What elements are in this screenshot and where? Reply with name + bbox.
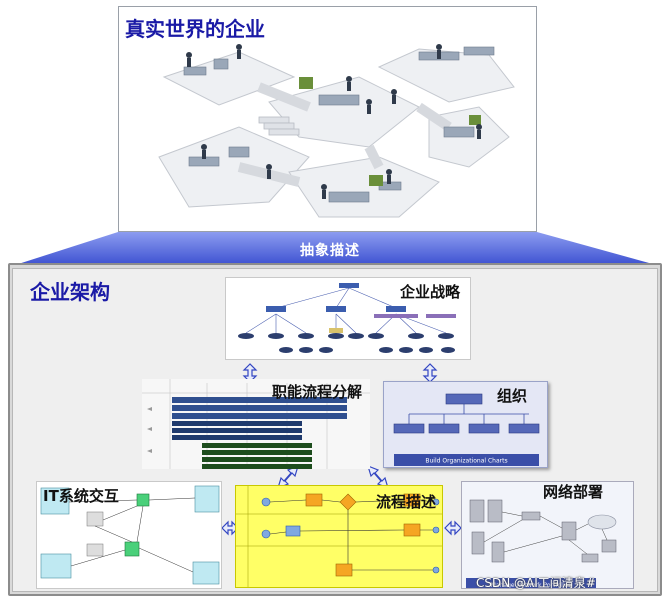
watermark-text: CSDN @AI工间清泉#: [476, 574, 596, 591]
strategy-label: 企业战略: [400, 281, 460, 302]
org-footer-text: Build Organizational Charts: [425, 458, 507, 465]
process-description-label: 流程描述: [376, 491, 436, 512]
double-arrow-icon: [424, 364, 436, 382]
it-system-label: IT系统交互: [43, 485, 119, 506]
double-arrow-icon: [445, 522, 461, 534]
function-decomposition-label: 职能流程分解: [272, 381, 362, 402]
organization-label: 组织: [497, 385, 527, 406]
network-deployment-label: 网络部署: [543, 481, 603, 502]
